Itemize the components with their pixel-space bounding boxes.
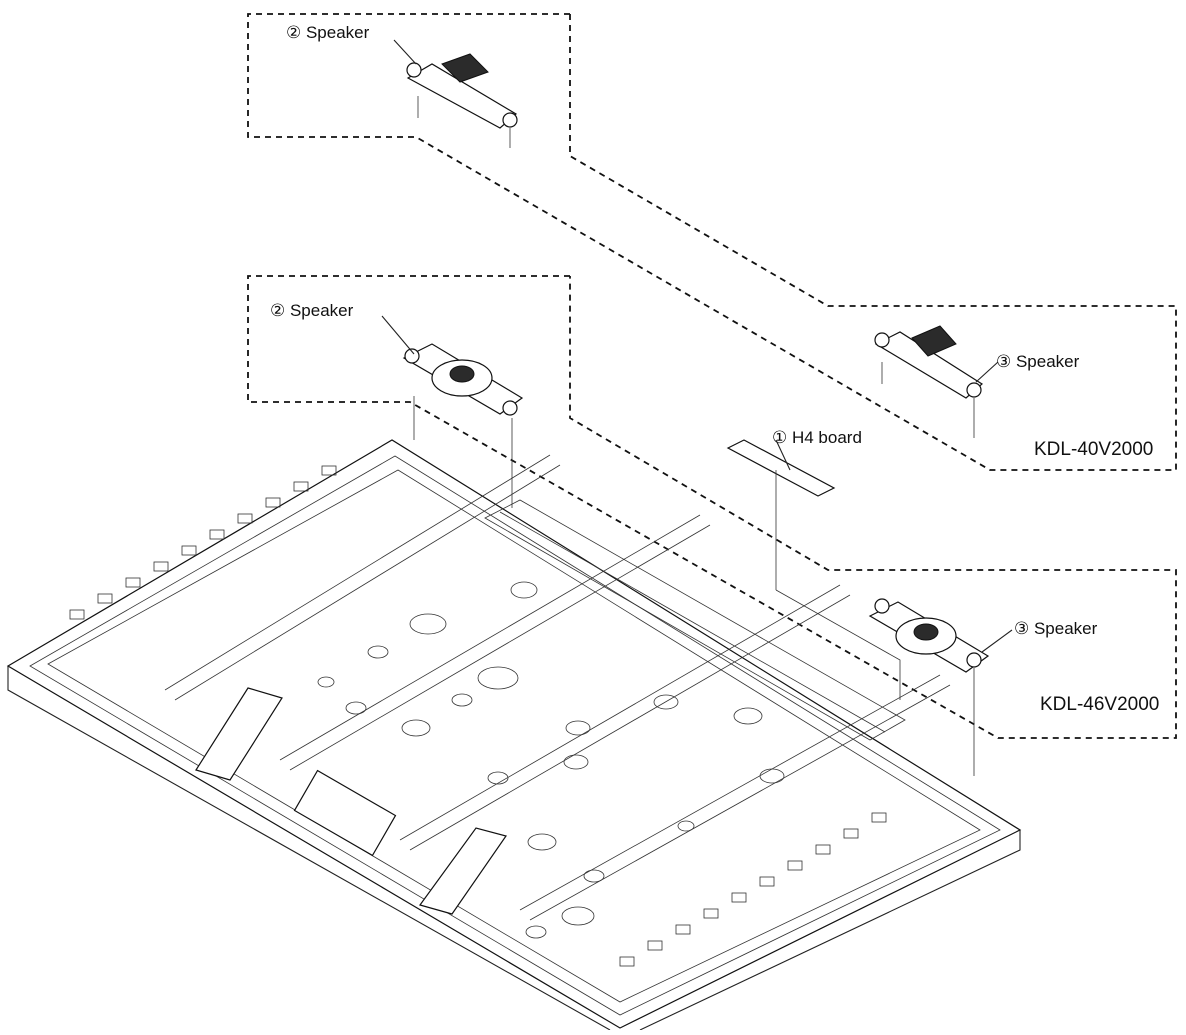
left-edge-cells <box>69 465 337 620</box>
speaker-3-kdl40 <box>874 325 983 438</box>
right-edge-cells <box>619 812 887 967</box>
leader-speaker-2-mid <box>381 315 415 355</box>
speaker-2-kdl46 <box>402 343 524 508</box>
model-label-kdl46: KDL-46V2000 <box>1040 694 1159 715</box>
label-speaker-3-kdl46: ③ Speaker <box>1014 619 1098 638</box>
leader-speaker-3-46 <box>981 629 1013 653</box>
mounting-bosses <box>317 581 785 939</box>
label-speaker-2-kdl46: ② Speaker <box>270 301 354 320</box>
label-speaker-3-kdl40: ③ Speaker <box>996 352 1080 371</box>
kdl-46v2000-boundary <box>247 275 1177 739</box>
rear-cover-chassis <box>6 439 1022 1031</box>
stand-bracket-left <box>195 687 283 781</box>
leader-speaker-2-top <box>393 39 417 65</box>
label-speaker-2-kdl40: ② Speaker <box>286 23 370 42</box>
model-label-kdl40: KDL-40V2000 <box>1034 439 1153 460</box>
leader-speaker-3-40 <box>975 361 999 383</box>
label-h4-board: ① H4 board <box>772 428 862 447</box>
h4-board <box>726 439 901 700</box>
stand-bracket-right <box>419 827 507 915</box>
kdl-40v2000-boundary <box>247 13 1177 471</box>
connector-block <box>293 769 397 857</box>
speaker-3-kdl46 <box>868 598 990 776</box>
speaker-2-kdl40 <box>406 53 518 148</box>
leader-h4-board <box>775 439 791 471</box>
